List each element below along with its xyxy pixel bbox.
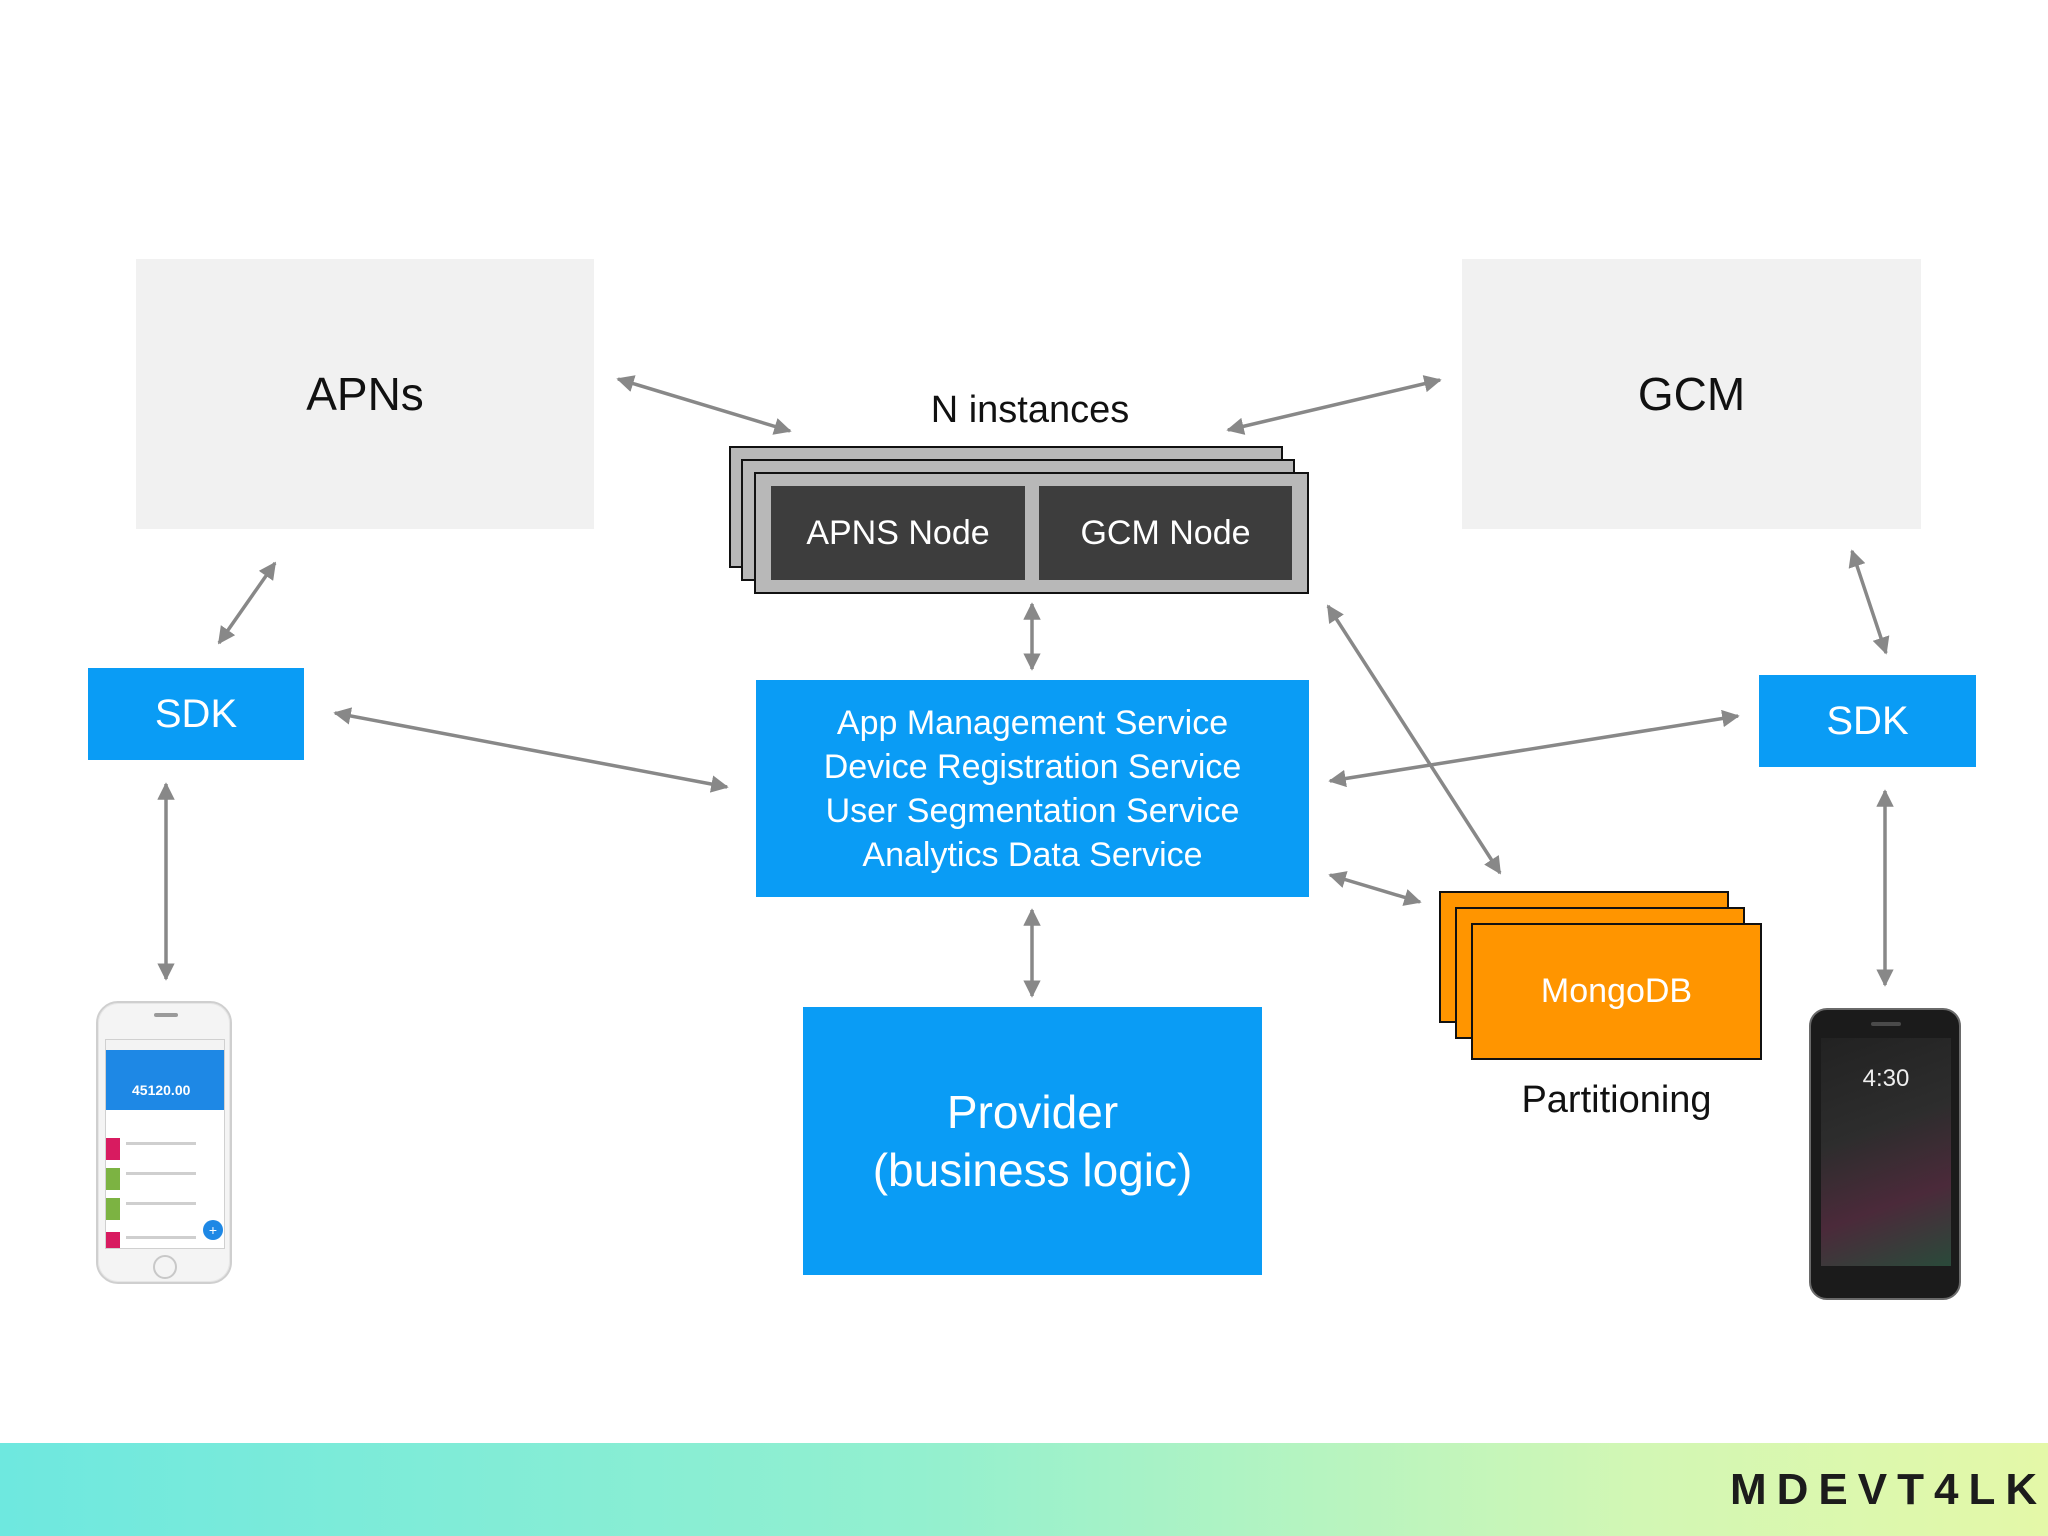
- apns-node-label: APNS Node: [806, 513, 990, 552]
- provider-title: Provider: [946, 1086, 1119, 1138]
- arrow-gcm-sdk-right: [1848, 549, 1890, 655]
- service-app-management: App Management Service: [836, 703, 1229, 742]
- arrow-sdk-left-services: [333, 707, 729, 793]
- android-clock: 4:30: [1862, 1065, 1910, 1092]
- provider-box: Provider (business logic): [803, 1007, 1262, 1275]
- sdk-left-box: SDK: [88, 668, 304, 760]
- iphone-list-line-4: [126, 1236, 196, 1239]
- mongodb-plate-front: MongoDB: [1471, 923, 1762, 1060]
- sdk-right-label: SDK: [1826, 698, 1909, 743]
- gcm-node-label: GCM Node: [1080, 513, 1251, 552]
- iphone-add-icon: +: [203, 1220, 223, 1240]
- sdk-right-box: SDK: [1759, 675, 1976, 767]
- arrow-apns-instances: [616, 375, 792, 435]
- service-device-registration: Device Registration Service: [823, 747, 1242, 786]
- mdevtalk-logo: MDEVT4LK: [1730, 1465, 2048, 1514]
- gcm-node: GCM Node: [1039, 486, 1292, 580]
- apns-node: APNS Node: [771, 486, 1025, 580]
- iphone-speaker: [154, 1013, 178, 1017]
- partitioning-caption: Partitioning: [1521, 1078, 1712, 1121]
- iphone-screen: 45120.00 +: [105, 1039, 225, 1249]
- iphone-list-line-1: [126, 1142, 196, 1145]
- iphone-list-marker-3: [106, 1198, 120, 1220]
- iphone-list-marker-4: [106, 1232, 120, 1248]
- arrow-gcm-instances: [1226, 375, 1442, 435]
- services-box: App Management Service Device Registrati…: [756, 680, 1309, 897]
- instances-caption: N instances: [930, 388, 1130, 431]
- iphone-list-line-3: [126, 1202, 196, 1205]
- iphone-status-bar: [106, 1040, 224, 1050]
- iphone-balance: 45120.00: [132, 1082, 191, 1098]
- gcm-label: GCM: [1637, 368, 1746, 420]
- android-device: 4:30: [1809, 1008, 1961, 1300]
- android-screen: 4:30: [1821, 1038, 1951, 1266]
- service-analytics-data: Analytics Data Service: [862, 835, 1203, 874]
- iphone-device: 45120.00 +: [96, 1001, 232, 1284]
- iphone-home-button: [153, 1255, 177, 1279]
- gcm-box: GCM: [1462, 259, 1921, 529]
- sdk-left-label: SDK: [154, 691, 238, 736]
- iphone-app-header: 45120.00: [106, 1050, 224, 1110]
- iphone-list-marker-2: [106, 1168, 120, 1190]
- footer-bar: MDEVT4LK: [0, 1443, 2048, 1536]
- provider-subtitle: (business logic): [872, 1144, 1193, 1196]
- apns-box: APNs: [136, 259, 594, 529]
- android-speaker: [1871, 1022, 1901, 1026]
- arrow-instances-mongodb: [1326, 604, 1502, 875]
- arrow-services-sdk-right: [1328, 709, 1740, 788]
- iphone-list-marker-1: [106, 1138, 120, 1160]
- apns-label: APNs: [306, 368, 424, 420]
- arrow-services-mongodb: [1328, 871, 1422, 906]
- arrow-apns-sdk-left: [217, 561, 277, 645]
- iphone-list-line-2: [126, 1172, 196, 1175]
- mongodb-label: MongoDB: [1540, 972, 1693, 1010]
- service-user-segmentation: User Segmentation Service: [825, 791, 1240, 830]
